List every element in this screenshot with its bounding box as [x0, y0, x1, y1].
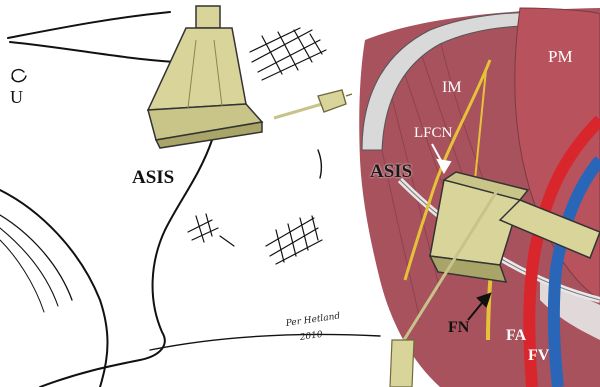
sketch-groin-inner	[0, 215, 72, 300]
sketch-groin-inner-3	[0, 240, 44, 312]
right-asis-label: ASIS	[370, 162, 412, 181]
sketch-groin-curve	[0, 190, 108, 387]
hatch-middle	[188, 214, 234, 246]
left-asis-label: ASIS	[132, 168, 174, 187]
im-label: IM	[442, 80, 462, 96]
pm-label: PM	[548, 48, 573, 65]
sketch-umbilicus	[12, 70, 26, 82]
sketch-flank-curve	[40, 140, 212, 387]
sketch-groin-inner-2	[0, 228, 58, 306]
sketch-thigh-line	[150, 335, 380, 350]
hatch-upper	[250, 28, 326, 80]
hatch-lower	[266, 216, 322, 264]
lfcn-label: LFCN	[414, 126, 452, 141]
sketch-top-curve	[8, 12, 170, 38]
sketch-waist-curve	[10, 42, 178, 62]
umbilicus-label: U	[10, 88, 23, 106]
left-needle	[274, 90, 352, 118]
fv-label: FV	[528, 348, 549, 364]
fa-label: FA	[506, 328, 526, 344]
left-ultrasound-probe	[148, 6, 262, 148]
sketch-mark	[318, 150, 321, 178]
fn-label: FN	[448, 320, 469, 336]
